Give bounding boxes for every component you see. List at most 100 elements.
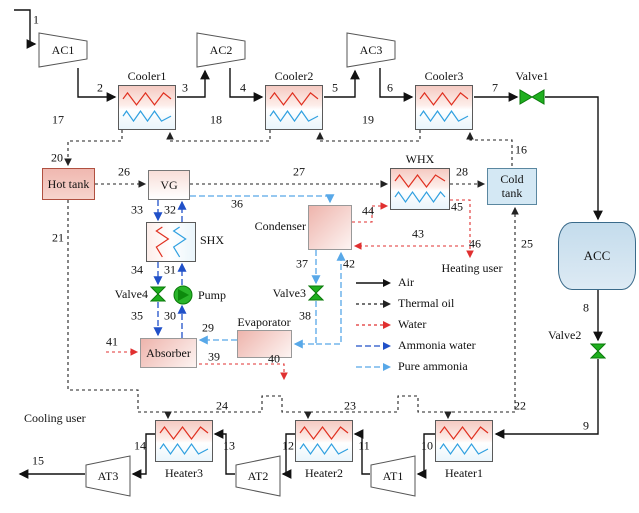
stream-23: 23 bbox=[344, 398, 356, 413]
stream-16: 16 bbox=[515, 142, 527, 157]
air-line-ac2-cooler2 bbox=[229, 68, 264, 102]
valve4-icon bbox=[149, 286, 167, 302]
stream-43: 43 bbox=[412, 226, 424, 241]
stream-14: 14 bbox=[134, 438, 146, 453]
cooler1-heat-exchanger bbox=[118, 85, 176, 130]
at3-turbine: AT3 bbox=[85, 455, 131, 497]
legend-row-water: Water bbox=[356, 317, 492, 331]
stream-31: 31 bbox=[164, 262, 176, 277]
cooler1-label: Cooler1 bbox=[127, 69, 167, 83]
oil-line-cooler3-cooler2 bbox=[316, 130, 421, 142]
evaporator-label: Evaporator bbox=[237, 315, 291, 329]
legend-row-pure-ammonia: Pure ammonia bbox=[356, 359, 492, 373]
ammonia-water-line-sample-icon bbox=[356, 341, 391, 350]
heater3-label: Heater3 bbox=[165, 466, 203, 480]
at2-turbine: AT2 bbox=[235, 455, 281, 497]
oil-line-cooler2-cooler1 bbox=[166, 130, 271, 142]
heater1-heat-exchanger bbox=[435, 420, 493, 462]
thermal-oil-line-sample-icon bbox=[356, 299, 391, 308]
stream-33: 33 bbox=[131, 202, 143, 217]
stream-26: 26 bbox=[118, 164, 130, 179]
stream-41: 41 bbox=[106, 334, 118, 349]
stream-27: 27 bbox=[293, 164, 305, 179]
vg-vapor-generator: VG bbox=[148, 170, 190, 200]
legend-thermal-oil-label: Thermal oil bbox=[398, 296, 455, 310]
stream-32: 32 bbox=[164, 202, 176, 217]
valve3-icon bbox=[307, 285, 325, 301]
valve3-label: Valve3 bbox=[272, 286, 306, 300]
valve1-icon bbox=[519, 89, 545, 105]
stream-21: 21 bbox=[52, 230, 64, 245]
legend-water-label: Water bbox=[398, 317, 427, 331]
cooler2-heat-exchanger bbox=[265, 85, 323, 130]
ac2-compressor: AC2 bbox=[196, 32, 246, 68]
stream-40: 40 bbox=[268, 351, 280, 366]
valve4-label: Valve4 bbox=[114, 287, 148, 301]
whx-heat-exchanger bbox=[390, 168, 450, 210]
legend-row-thermal-oil: Thermal oil bbox=[356, 296, 492, 310]
at2-label: AT2 bbox=[247, 468, 269, 483]
stream-3: 3 bbox=[182, 80, 188, 95]
pump-icon bbox=[171, 283, 195, 307]
acc-air-storage: ACC bbox=[558, 222, 636, 290]
condenser-vessel bbox=[308, 205, 352, 250]
ammonia-line-vg-condenser bbox=[190, 194, 335, 204]
cooler3-label: Cooler3 bbox=[424, 69, 464, 83]
stream-22: 22 bbox=[514, 398, 526, 413]
stream-30: 30 bbox=[164, 308, 176, 323]
absorber-vessel: Absorber bbox=[140, 338, 197, 368]
vg-label: VG bbox=[160, 177, 178, 192]
stream-42: 42 bbox=[343, 256, 355, 271]
stream-38: 38 bbox=[299, 308, 311, 323]
stream-24: 24 bbox=[216, 398, 228, 413]
pure-ammonia-line-sample-icon bbox=[356, 362, 391, 371]
stream-18: 18 bbox=[210, 112, 222, 127]
air-line-inlet-ac1 bbox=[14, 9, 37, 49]
shx-heat-exchanger bbox=[146, 222, 196, 262]
ac3-label: AC3 bbox=[359, 42, 383, 57]
at1-turbine: AT1 bbox=[370, 455, 416, 497]
stream-13: 13 bbox=[223, 438, 235, 453]
at1-label: AT1 bbox=[382, 468, 404, 483]
legend-air-label: Air bbox=[398, 275, 414, 289]
shx-label: SHX bbox=[200, 233, 225, 247]
legend: Air Thermal oil Water Ammonia water Pure… bbox=[356, 275, 492, 381]
valve1-label: Valve1 bbox=[515, 69, 549, 83]
legend-pure-ammonia-label: Pure ammonia bbox=[398, 359, 468, 373]
stream-8: 8 bbox=[583, 300, 589, 315]
cooling-user-label: Cooling user bbox=[24, 411, 86, 425]
pump-label: Pump bbox=[198, 288, 227, 302]
hot-tank-label: Hot tank bbox=[47, 176, 90, 191]
stream-44: 44 bbox=[362, 203, 374, 218]
cooler3-heat-exchanger bbox=[415, 85, 473, 130]
at3-label: AT3 bbox=[97, 468, 119, 483]
stream-36: 36 bbox=[231, 196, 243, 211]
stream-10: 10 bbox=[421, 438, 433, 453]
oil-line-coldtank-cooler3 bbox=[466, 131, 513, 166]
ac1-label: AC1 bbox=[51, 42, 75, 57]
evaporator-vessel bbox=[237, 330, 292, 358]
stream-15: 15 bbox=[32, 453, 44, 468]
heater3-heat-exchanger bbox=[155, 420, 213, 462]
stream-5: 5 bbox=[332, 80, 338, 95]
stream-12: 12 bbox=[282, 438, 294, 453]
stream-11: 11 bbox=[358, 438, 370, 453]
air-line-sample-icon bbox=[356, 278, 391, 287]
stream-29: 29 bbox=[202, 320, 214, 335]
ac2-label: AC2 bbox=[209, 42, 233, 57]
valve2-icon bbox=[589, 343, 607, 359]
stream-9: 9 bbox=[583, 418, 589, 433]
cold-tank: Cold tank bbox=[487, 168, 537, 205]
heater2-label: Heater2 bbox=[305, 466, 343, 480]
cooler2-label: Cooler2 bbox=[274, 69, 314, 83]
stream-1: 1 bbox=[33, 12, 39, 27]
stream-6: 6 bbox=[387, 80, 393, 95]
stream-39: 39 bbox=[208, 349, 220, 364]
stream-4: 4 bbox=[240, 80, 246, 95]
whx-label: WHX bbox=[405, 152, 435, 166]
heater2-heat-exchanger bbox=[295, 420, 353, 462]
stream-28: 28 bbox=[456, 164, 468, 179]
air-line-cooler2-ac3 bbox=[324, 69, 360, 98]
stream-2: 2 bbox=[97, 80, 103, 95]
